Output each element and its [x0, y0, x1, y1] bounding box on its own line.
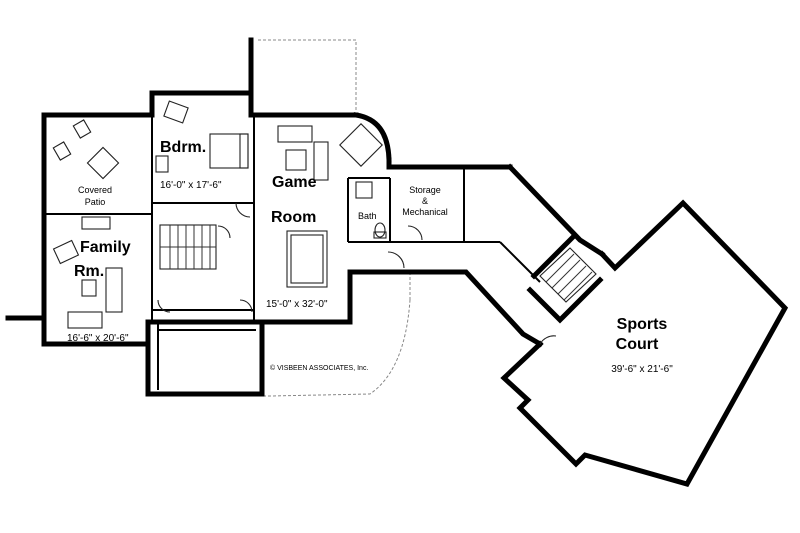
storage-name-line1: Storage	[409, 185, 441, 195]
sports-court-size: 39'-6" x 21'-6"	[611, 364, 673, 375]
sports-court-stairs	[539, 247, 597, 303]
bath-name: Bath	[358, 211, 377, 221]
furniture	[52, 100, 387, 329]
family-room-name-line1: Family	[80, 239, 131, 256]
game-room-name-line1: Game	[272, 174, 317, 191]
interior-walls	[44, 115, 541, 390]
game-room-size: 15'-0" x 32'-0"	[266, 299, 328, 310]
game-room-name-line2: Room	[271, 209, 316, 226]
main-stairs	[159, 224, 217, 270]
covered-patio-name-line2: Patio	[85, 197, 106, 207]
doors	[157, 202, 557, 345]
copyright-notice: © VISBEEN ASSOCIATES, Inc.	[270, 364, 368, 372]
room-labels: Bdrm. 16'-0" x 17'-6" Covered Patio Fami…	[67, 139, 673, 375]
exterior-walls	[5, 37, 789, 487]
sports-court-name-line2: Court	[616, 336, 659, 353]
storage-name-line2: &	[422, 196, 428, 206]
storage-name-line3: Mechanical	[402, 207, 448, 217]
family-room-size: 16'-6" x 20'-6"	[67, 333, 129, 344]
family-room-name-line2: Rm.	[74, 263, 104, 280]
dashed-outlines	[148, 39, 411, 397]
covered-patio-name-line1: Covered	[78, 185, 112, 195]
bedroom-size: 16'-0" x 17'-6"	[160, 180, 222, 191]
bedroom-name: Bdrm.	[160, 139, 206, 156]
sports-court-name-line1: Sports	[617, 316, 668, 333]
